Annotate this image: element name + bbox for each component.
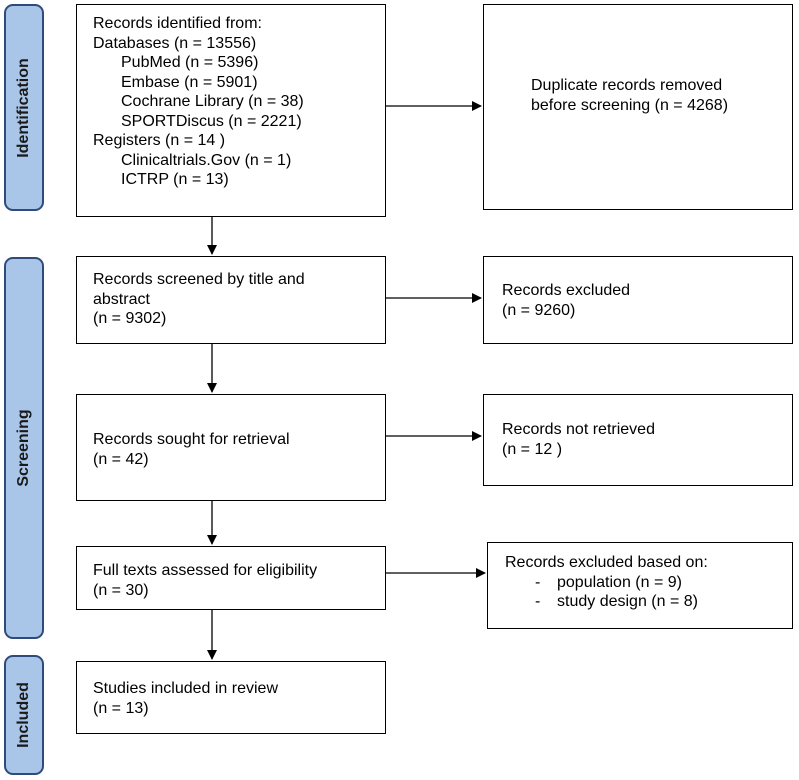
- records-not-retrieved-box: Records not retrieved (n = 12 ): [483, 394, 793, 486]
- excluded-reason-item: - study design (n = 8): [505, 592, 792, 612]
- screened-line-2: abstract: [93, 290, 150, 308]
- duplicates-removed-box: Duplicate records removed before screeni…: [483, 4, 793, 210]
- phase-identification: Identification: [4, 4, 44, 211]
- studies-included-box: Studies included in review (n = 13): [76, 661, 386, 734]
- not-retrieved-line-2: (n = 12 ): [502, 440, 563, 458]
- included-line-2: (n = 13): [93, 699, 149, 717]
- phase-included: Included: [4, 655, 44, 775]
- databases-count: Databases (n = 13556): [93, 34, 257, 52]
- full-texts-box: Full texts assessed for eligibility (n =…: [76, 546, 386, 610]
- excluded-reason-text: population (n = 9): [557, 573, 682, 591]
- database-item: SPORTDiscus (n = 2221): [121, 112, 302, 130]
- sought-line-1: Records sought for retrieval: [93, 431, 290, 448]
- identified-heading: Records identified from:: [93, 15, 262, 32]
- duplicates-line-1: Duplicate records removed: [531, 77, 723, 94]
- excluded-line-1: Records excluded: [502, 282, 631, 299]
- excluded-reasons-box: Records excluded based on: - population …: [487, 542, 793, 629]
- fulltext-line-2: (n = 30): [93, 581, 149, 599]
- excluded-line-2: (n = 9260): [502, 301, 576, 319]
- not-retrieved-line-1: Records not retrieved: [502, 421, 655, 438]
- records-identified-box: Records identified from: Databases (n = …: [76, 4, 386, 217]
- excluded-reason-item: - population (n = 9): [505, 573, 792, 593]
- database-item: Embase (n = 5901): [121, 73, 258, 91]
- database-item: PubMed (n = 5396): [121, 54, 259, 71]
- excluded-reasons-heading: Records excluded based on:: [505, 554, 708, 571]
- duplicates-line-2: before screening (n = 4268): [531, 96, 729, 114]
- included-line-1: Studies included in review: [93, 680, 278, 697]
- records-screened-box: Records screened by title and abstract (…: [76, 256, 386, 344]
- phase-screening: Screening: [4, 257, 44, 639]
- records-excluded-box: Records excluded (n = 9260): [483, 256, 793, 344]
- registers-count: Registers (n = 14 ): [93, 132, 226, 149]
- bullet-dash: -: [535, 593, 541, 610]
- database-item: Cochrane Library (n = 38): [121, 93, 304, 110]
- register-item: Clinicaltrials.Gov (n = 1): [121, 151, 292, 169]
- sought-line-2: (n = 42): [93, 450, 149, 468]
- screened-line-1: Records screened by title and: [93, 271, 305, 288]
- records-sought-box: Records sought for retrieval (n = 42): [76, 394, 386, 501]
- register-item: ICTRP (n = 13): [121, 171, 229, 188]
- fulltext-line-1: Full texts assessed for eligibility: [93, 562, 318, 579]
- bullet-dash: -: [535, 573, 541, 591]
- excluded-reason-text: study design (n = 8): [557, 593, 698, 610]
- screened-line-3: (n = 9302): [93, 310, 167, 327]
